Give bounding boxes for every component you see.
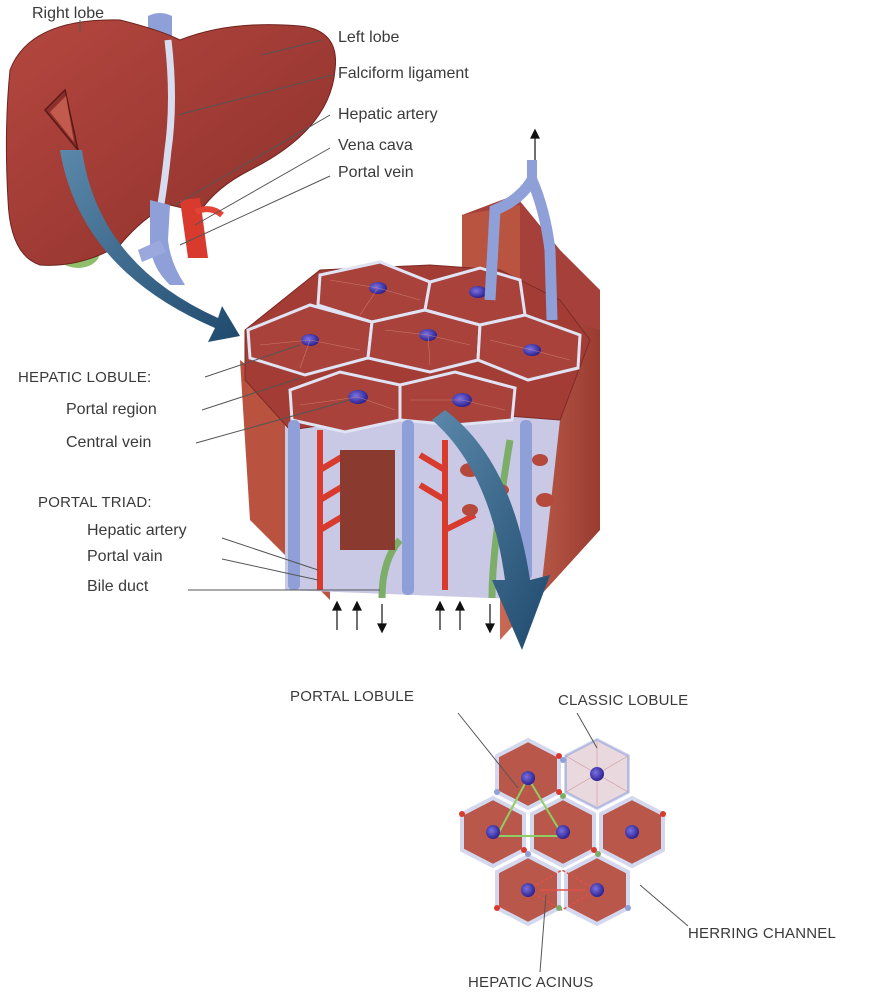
label-herring-channel: HERRING CHANNEL — [688, 925, 836, 943]
label-right-lobe: Right lobe — [32, 5, 104, 23]
parenchyma-cut — [340, 450, 395, 550]
label-hepatic-artery-triad: Hepatic artery — [87, 522, 187, 540]
label-portal-vein-liver: Portal vein — [338, 164, 414, 182]
label-portal-vain: Portal vain — [87, 548, 163, 566]
label-hepatic-acinus: HEPATIC ACINUS — [468, 974, 594, 992]
label-bile-duct: Bile duct — [87, 578, 148, 596]
central-vein — [469, 286, 487, 298]
lobule-schema — [458, 713, 688, 972]
label-hepatic-lobule-heading: HEPATIC LOBULE: — [18, 369, 151, 387]
label-portal-lobule: PORTAL LOBULE — [290, 688, 414, 706]
label-vena-cava: Vena cava — [338, 137, 413, 155]
gross-liver — [6, 13, 335, 285]
label-left-lobe: Left lobe — [338, 29, 399, 47]
label-classic-lobule: CLASSIC LOBULE — [558, 692, 688, 710]
label-falciform-ligament: Falciform ligament — [338, 65, 469, 83]
label-central-vein: Central vein — [66, 434, 151, 452]
label-hepatic-artery-liver: Hepatic artery — [338, 106, 438, 124]
label-portal-region: Portal region — [66, 401, 157, 419]
label-portal-triad-heading: PORTAL TRIAD: — [38, 494, 152, 512]
lobule-block — [188, 130, 600, 650]
